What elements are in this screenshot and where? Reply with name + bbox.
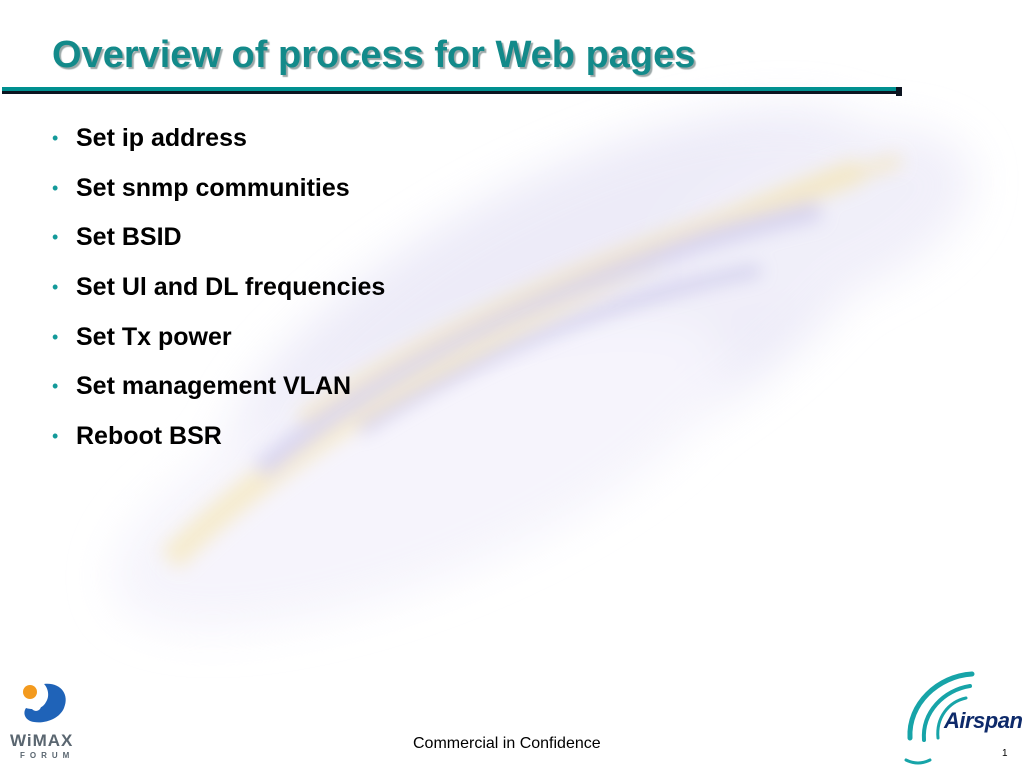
list-item: • Set management VLAN bbox=[52, 362, 385, 412]
airspan-arc-inner bbox=[936, 696, 968, 740]
airspan-logo bbox=[904, 671, 975, 765]
wimax-blue-swoosh bbox=[24, 683, 66, 723]
bullet-text: Set snmp communities bbox=[76, 173, 350, 202]
bullet-text: Set Tx power bbox=[76, 322, 232, 351]
bullet-marker: • bbox=[52, 425, 59, 446]
bullet-marker: • bbox=[52, 128, 59, 149]
wimax-logo-forum: FORUM bbox=[20, 751, 75, 760]
title-underline bbox=[2, 87, 898, 94]
bullet-marker: • bbox=[52, 376, 59, 397]
airspan-arc-middle bbox=[921, 684, 972, 742]
list-item: • Set snmp communities bbox=[52, 164, 385, 214]
airspan-arc-outer bbox=[907, 671, 975, 741]
bullet-marker: • bbox=[52, 177, 59, 198]
list-item: • Set ip address bbox=[52, 114, 385, 164]
bullet-marker: • bbox=[52, 227, 59, 248]
bullet-text: Set management VLAN bbox=[76, 372, 352, 401]
footer-confidentiality: Commercial in Confidence bbox=[413, 735, 601, 752]
wimax-forum-logo bbox=[23, 683, 66, 723]
wimax-logo-word: WiMAX bbox=[10, 731, 74, 750]
bullet-text: Set Ul and DL frequencies bbox=[76, 273, 386, 302]
airspan-arc-base bbox=[904, 758, 932, 765]
slide-title: Overview of process for Web pages bbox=[52, 34, 696, 76]
bullet-text: Set ip address bbox=[76, 124, 247, 153]
bullet-list: • Set ip address • Set snmp communities • S… bbox=[52, 114, 385, 461]
wimax-orange-dot bbox=[23, 685, 37, 699]
airspan-logo-word: Airspan bbox=[944, 708, 1023, 733]
bullet-marker: • bbox=[52, 326, 59, 347]
page-number: 1 bbox=[1002, 748, 1008, 759]
list-item: • Reboot BSR bbox=[52, 412, 385, 462]
list-item: • Set Tx power bbox=[52, 312, 385, 362]
bullet-text: Reboot BSR bbox=[76, 421, 222, 450]
list-item: • Set BSID bbox=[52, 213, 385, 263]
list-item: • Set Ul and DL frequencies bbox=[52, 263, 385, 313]
bullet-marker: • bbox=[52, 277, 59, 298]
title-underline-end bbox=[896, 87, 902, 96]
bullet-text: Set BSID bbox=[76, 223, 182, 252]
wimax-swoosh-hole bbox=[31, 701, 41, 711]
